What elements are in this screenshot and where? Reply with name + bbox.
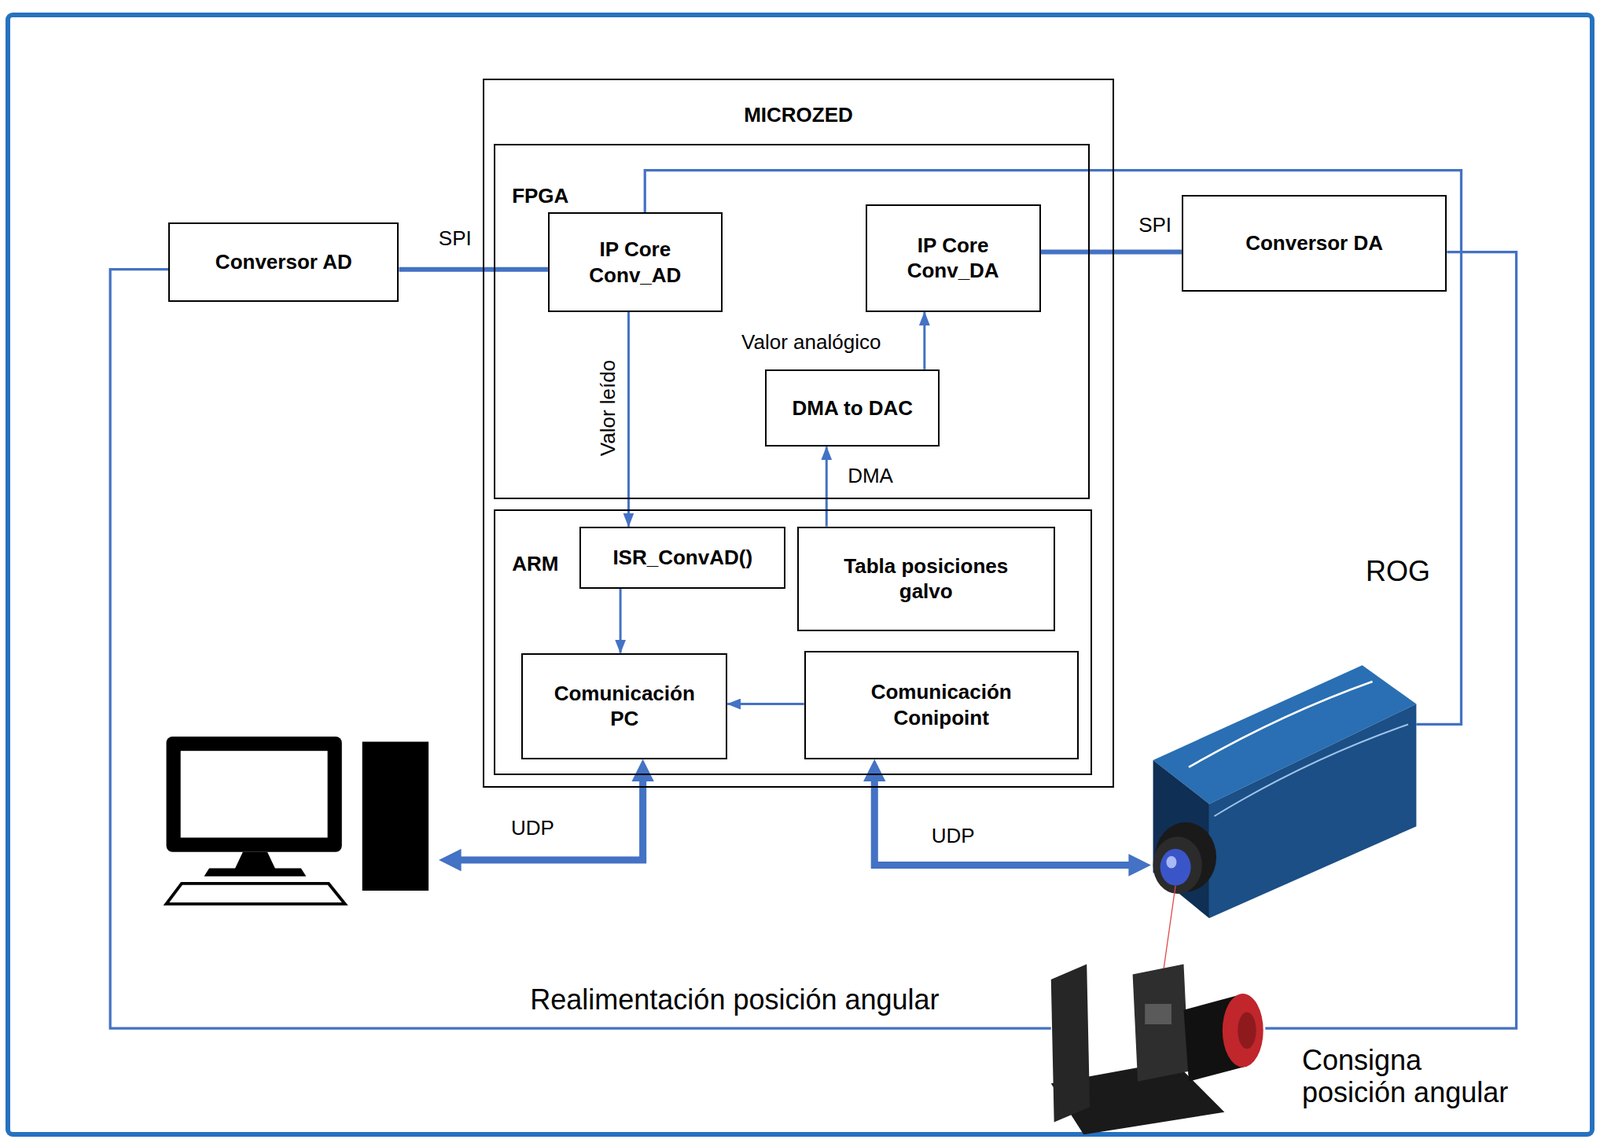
monitor-base (204, 868, 307, 876)
lens-glint (1165, 856, 1177, 869)
box-label: IP Core Conv_AD (572, 236, 699, 288)
setpoint-wire (1265, 252, 1516, 1030)
box-label: Conversor AD (215, 249, 353, 276)
edge-label: Valor leído (596, 360, 621, 457)
lens-glass (1160, 849, 1192, 887)
camera-side (1209, 704, 1417, 920)
camera-lens (1153, 836, 1203, 894)
board-group: MICROZED FPGAIP Core Conv_AD IP Core Conv_… (482, 78, 1115, 788)
galvo-cap (1222, 993, 1264, 1067)
connector (398, 267, 548, 273)
arm-group: ARM ISR_ConvAD() Tabla posiciones galvoCom… (493, 509, 1093, 777)
ip-core-box: IP Core Conv_DA (865, 204, 1041, 313)
feedback-wire (110, 269, 1052, 1030)
monitor-screen (180, 750, 328, 838)
connector (923, 312, 926, 370)
group-heading: MICROZED (484, 102, 1113, 129)
box-label: DMA to DAC (792, 395, 914, 422)
monitor-stand (235, 852, 276, 870)
dma-box: DMA to DAC (765, 369, 940, 448)
signal-label: Consigna posición angular (1302, 1044, 1523, 1110)
box-label: Comunicación Conipoint (850, 679, 1032, 731)
connector (627, 312, 630, 527)
comm-box: Comunicación Conipoint (804, 651, 1079, 760)
converter-box: Conversor DA (1181, 194, 1447, 292)
group-heading: FPGA (511, 183, 569, 210)
converter-box: Conversor AD (168, 222, 399, 302)
connector (825, 446, 828, 526)
signal-label: Realimentación posición angular (529, 983, 939, 1016)
box-label: Tabla posiciones galvo (823, 553, 1029, 605)
protocol-label: UDP (511, 816, 555, 841)
protocol-label: UDP (931, 824, 975, 849)
galvo-cap (1237, 1011, 1256, 1049)
connector (619, 588, 622, 654)
box-label: Comunicación PC (545, 680, 703, 732)
page-frame (7, 14, 1593, 1135)
monitor-icon (166, 736, 343, 853)
galvo-mirror (1144, 1004, 1172, 1025)
edge-label: Valor analógico (741, 331, 881, 355)
ip-core-box: IP Core Conv_AD (548, 212, 723, 313)
camera-swoosh (1188, 681, 1373, 768)
connector (1040, 250, 1182, 255)
edge-label: SPI (1138, 213, 1172, 238)
tower-icon (362, 742, 429, 891)
box-label: Conversor DA (1245, 230, 1383, 257)
isr-box: ISR_ConvAD() (579, 526, 786, 589)
galvo-bracket (1132, 963, 1189, 1082)
galvo-bracket (1051, 963, 1090, 1122)
connector (727, 702, 804, 706)
fpga-group: FPGAIP Core Conv_AD IP Core Conv_DA DMA to… (493, 143, 1090, 500)
box-label: IP Core Conv_DA (890, 232, 1016, 284)
box-label: ISR_ConvAD() (612, 544, 753, 571)
signal-label: ROG (1365, 555, 1431, 588)
rog-wire (644, 170, 1461, 725)
edge-label: SPI (438, 227, 472, 251)
table-box: Tabla posiciones galvo (797, 526, 1056, 633)
edge-label: DMA (847, 464, 894, 489)
keyboard-icon (166, 883, 346, 905)
camera-swoosh (1213, 724, 1409, 817)
group-heading: ARM (511, 551, 559, 578)
comm-box: Comunicación PC (521, 653, 728, 760)
